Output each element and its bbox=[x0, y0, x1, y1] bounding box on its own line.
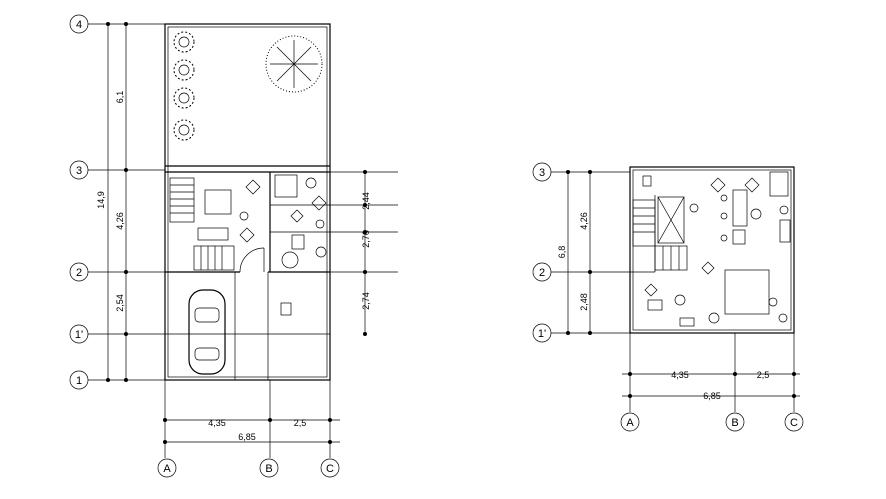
left-furniture bbox=[188, 174, 327, 375]
stove bbox=[732, 229, 746, 245]
lamp-icon bbox=[245, 179, 261, 195]
dim-vertical-1: 4,26 bbox=[579, 212, 589, 230]
right-grid-row-3: 3 bbox=[532, 162, 630, 182]
grid-row-label: 2 bbox=[539, 267, 545, 279]
dim-bottom-2: 2,5 bbox=[294, 418, 307, 428]
left-grid-col-C: C bbox=[320, 458, 340, 478]
shrub-icon bbox=[173, 87, 195, 109]
grid-col-label: B bbox=[265, 463, 272, 475]
grid-col-label: C bbox=[326, 463, 334, 475]
dim-bottom-total: 6,85 bbox=[703, 391, 721, 401]
dim-vertical-1: 6,1 bbox=[115, 91, 125, 104]
tree-icon bbox=[265, 35, 323, 93]
right-stairs bbox=[632, 196, 688, 271]
void-opening bbox=[657, 196, 685, 244]
right-grid-row-2: 2 bbox=[532, 262, 630, 282]
dim-right-3: 2,74 bbox=[361, 292, 371, 310]
right-grid-col-B: B bbox=[725, 412, 745, 432]
dim-right-2: 2,76 bbox=[361, 230, 371, 248]
dim-vertical-3: 2,54 bbox=[115, 294, 125, 312]
kitchen-island bbox=[732, 189, 748, 227]
grid-col-label: A bbox=[163, 463, 171, 475]
left-grid-row-1: 1 bbox=[69, 370, 165, 390]
dim-bottom-total: 6,85 bbox=[238, 432, 256, 442]
garden bbox=[173, 31, 323, 141]
shrub-icon bbox=[173, 119, 195, 141]
shrub-icon bbox=[173, 59, 195, 81]
grid-row-label: 3 bbox=[539, 167, 545, 179]
left-grid-row-2: 2 bbox=[69, 262, 165, 282]
left-grid-row-1prime: 1' bbox=[69, 324, 330, 344]
grid-col-label: B bbox=[731, 417, 738, 429]
right-furniture bbox=[642, 171, 791, 327]
grid-col-label: A bbox=[626, 417, 634, 429]
dim-vertical-2: 2,48 bbox=[579, 293, 589, 311]
right-walls bbox=[629, 166, 795, 334]
right-vertical-dimensions: 6,8 4,26 2,48 bbox=[557, 170, 592, 335]
left-grid-row-4: 4 bbox=[69, 14, 165, 34]
right-bottom-dimensions: 4,35 2,5 6,85 bbox=[622, 333, 800, 412]
dim-bottom-2: 2,5 bbox=[757, 370, 770, 380]
left-bottom-dimensions: 4,35 2,5 6,85 bbox=[163, 380, 340, 458]
left-vertical-dimensions: 14,9 6,1 4,26 2,54 bbox=[96, 22, 128, 382]
grid-row-label: 1 bbox=[76, 375, 82, 387]
kitchen-unit bbox=[274, 174, 298, 198]
grid-row-label: 3 bbox=[76, 165, 82, 177]
left-floor-plan: 4 3 2 1' 1 bbox=[69, 14, 398, 478]
grid-row-label: 1' bbox=[75, 329, 83, 341]
right-grid-col-C: C bbox=[784, 412, 804, 432]
sofa bbox=[197, 227, 229, 241]
toilet-icon bbox=[281, 251, 299, 269]
table bbox=[204, 189, 232, 215]
dim-bottom-1: 4,35 bbox=[208, 418, 226, 428]
dim-right-1: 2,44 bbox=[361, 192, 371, 210]
grid-col-label: C bbox=[790, 417, 798, 429]
grid-row-label: 2 bbox=[76, 267, 82, 279]
dim-vertical-2: 4,26 bbox=[115, 212, 125, 230]
left-stairs bbox=[169, 177, 235, 271]
left-walls bbox=[164, 23, 331, 381]
lamp-icon bbox=[710, 177, 726, 193]
left-grid-row-3: 3 bbox=[69, 160, 165, 180]
dining-table bbox=[724, 269, 770, 315]
right-grid-row-1prime: 1' bbox=[532, 323, 630, 343]
left-grid-col-A: A bbox=[157, 458, 177, 478]
grid-row-label: 4 bbox=[76, 19, 82, 31]
sink-icon bbox=[305, 177, 317, 189]
right-floor-plan: 3 2 1' 6,8 4,26 2,48 bbox=[532, 162, 804, 432]
dim-total-vertical: 14,9 bbox=[96, 191, 106, 209]
shrub-icon bbox=[173, 31, 195, 53]
car-icon bbox=[188, 289, 226, 375]
left-grid-col-B: B bbox=[259, 458, 279, 478]
fridge bbox=[769, 171, 789, 197]
dim-bottom-1: 4,35 bbox=[671, 370, 689, 380]
grid-row-label: 1' bbox=[538, 328, 546, 340]
dim-total-vertical: 6,8 bbox=[557, 246, 567, 259]
left-right-dimensions: 2,44 2,76 2,74 bbox=[330, 170, 398, 336]
plant-box bbox=[280, 302, 292, 316]
right-grid-col-A: A bbox=[620, 412, 640, 432]
